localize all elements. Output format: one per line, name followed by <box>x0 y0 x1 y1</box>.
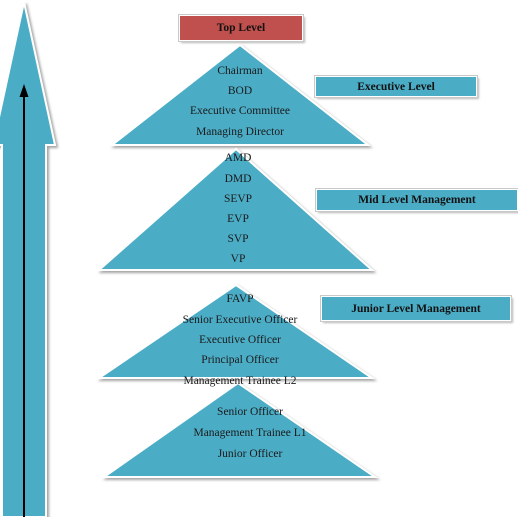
executive-level-label: Executive Level <box>357 80 435 93</box>
tier-item-senior-officer: Senior Officer <box>217 406 283 418</box>
executive-level-box: Executive Level <box>314 75 478 98</box>
mid-level-label: Mid Level Management <box>358 194 476 206</box>
tier-item-dmd: DMD <box>224 173 252 185</box>
tier-item-executive-committee: Executive Committee <box>190 105 290 117</box>
tier-item-sevp: SEVP <box>223 193 253 205</box>
top-level-box: Top Level <box>178 14 304 42</box>
tier-item-svp: SVP <box>227 233 249 245</box>
tier-item-bod: BOD <box>227 85 253 97</box>
upward-arrow <box>0 1 57 517</box>
junior-level-box: Junior Level Management <box>320 295 512 322</box>
tier-entry-triangle <box>100 381 379 478</box>
tier-mid-triangle <box>96 147 375 271</box>
tier-item-amd: AMD <box>224 152 252 164</box>
tier-item-management-trainee-l2: Management Trainee L2 <box>183 375 297 387</box>
tier-item-principal-officer: Principal Officer <box>201 354 279 366</box>
tier-item-management-trainee-l1: Management Trainee L1 <box>193 427 307 439</box>
tier-item-executive-officer: Executive Officer <box>199 334 281 346</box>
mid-level-box: Mid Level Management <box>315 188 518 212</box>
junior-level-label: Junior Level Management <box>351 302 481 315</box>
tier-item-vp: VP <box>230 253 246 265</box>
tier-item-managing-director: Managing Director <box>196 126 284 138</box>
tier-item-junior-officer: Junior Officer <box>217 448 283 460</box>
tier-item-evp: EVP <box>227 213 249 225</box>
top-level-label: Top Level <box>216 22 266 34</box>
arrow-line-head <box>19 84 29 97</box>
tier-junior-triangle <box>95 283 376 379</box>
tier-item-favp: FAVP <box>226 293 254 305</box>
tier-item-chairman: Chairman <box>217 65 263 77</box>
tier-item-senior-executive-officer: Senior Executive Officer <box>182 314 298 326</box>
tier-executive-triangle <box>109 43 371 146</box>
